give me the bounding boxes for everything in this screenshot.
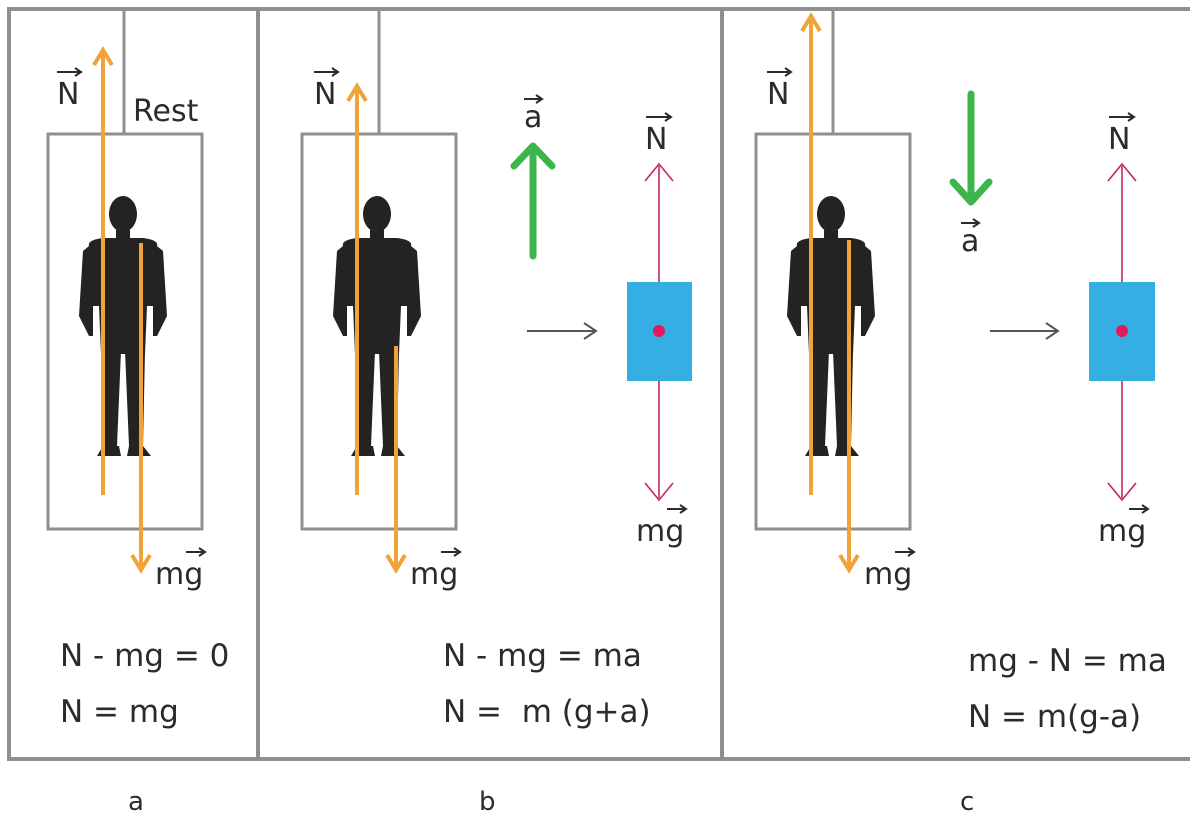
weight-label: mg — [410, 557, 458, 592]
elevator-cabin — [754, 132, 912, 531]
normal-label: N — [314, 77, 336, 112]
fbd-normal-label: N — [645, 122, 667, 157]
vector-mark-icon — [961, 218, 981, 228]
weight-label: mg — [864, 557, 912, 592]
vector-mark-icon — [646, 112, 673, 122]
caption-c: c — [960, 787, 974, 813]
vector-mark-icon — [667, 504, 688, 514]
free-body-diagram: N mg — [1089, 112, 1155, 549]
fbd-weight-label: mg — [1098, 514, 1146, 549]
caption-b: b — [479, 787, 496, 813]
acceleration-label: a — [961, 224, 979, 259]
vector-mark-icon — [767, 67, 793, 77]
normal-label: N — [57, 77, 79, 112]
person-silhouette — [79, 196, 167, 456]
transition-arrow — [990, 322, 1060, 340]
outer-frame — [7, 7, 1190, 761]
caption-a: a — [128, 787, 144, 813]
normal-label: N — [767, 77, 789, 112]
acceleration-down-arrow — [949, 90, 993, 206]
transition-arrow — [527, 322, 598, 340]
equation-1: N - mg = ma — [443, 638, 642, 674]
vector-mark-icon — [57, 67, 83, 77]
elevator-cabin — [300, 132, 458, 531]
elevator-cabin — [46, 132, 204, 531]
weight-label: mg — [155, 557, 203, 592]
panel-c: N mg a N — [754, 9, 1167, 735]
fbd-normal-label: N — [1108, 122, 1130, 157]
equation-1: mg - N = ma — [968, 643, 1167, 679]
vector-mark-icon — [314, 67, 340, 77]
equation-1: N - mg = 0 — [60, 638, 229, 674]
vector-mark-icon — [895, 547, 916, 557]
vector-mark-icon — [1129, 504, 1150, 514]
person-silhouette — [787, 196, 875, 456]
panel-a: N Rest mg N - mg = 0 N = mg — [46, 9, 229, 730]
center-of-mass-dot — [653, 325, 665, 337]
fbd-weight-label: mg — [636, 514, 684, 549]
acceleration-label: a — [524, 100, 542, 135]
free-body-diagram: N mg — [627, 112, 692, 549]
equation-2: N = m (g+a) — [443, 694, 651, 730]
center-of-mass-dot — [1116, 325, 1128, 337]
vector-mark-icon — [441, 547, 462, 557]
state-label: Rest — [133, 94, 199, 129]
equation-2: N = m(g-a) — [968, 699, 1141, 735]
vector-mark-icon — [1109, 112, 1136, 122]
vector-mark-icon — [186, 547, 207, 557]
acceleration-up-arrow — [510, 142, 556, 260]
person-silhouette — [333, 196, 421, 456]
panel-b: N mg a — [300, 9, 692, 730]
vector-mark-icon — [524, 94, 544, 104]
equation-2: N = mg — [60, 694, 179, 730]
